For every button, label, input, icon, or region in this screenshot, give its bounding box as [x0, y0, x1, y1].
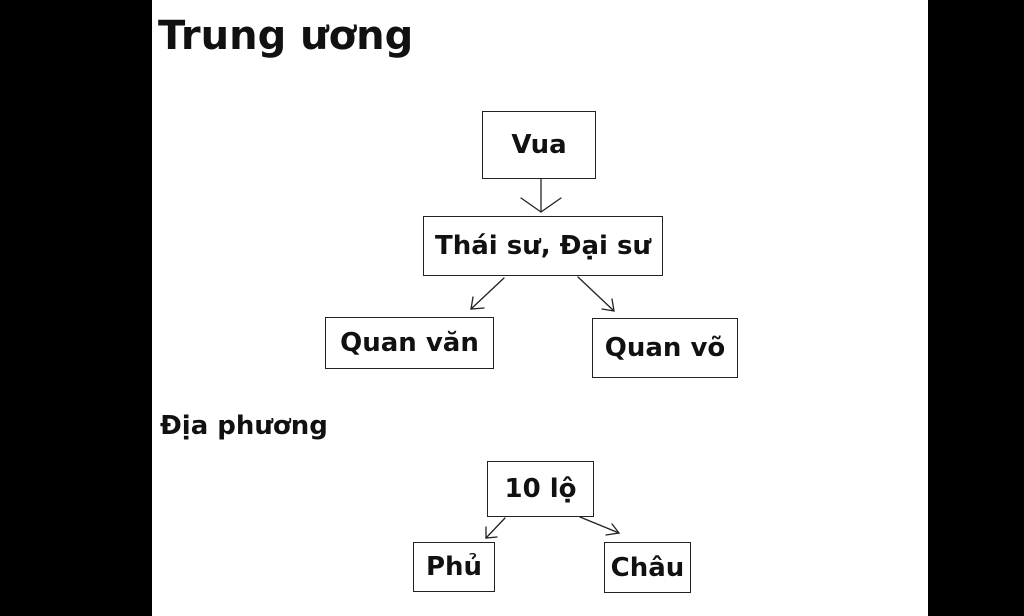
section-title-central: Trung ương	[158, 13, 414, 59]
node-military-officials: Quan võ	[592, 318, 738, 378]
node-district: Châu	[604, 542, 691, 593]
section-title-local: Địa phương	[160, 411, 328, 441]
node-prefecture: Phủ	[413, 542, 495, 592]
node-district-label: Châu	[610, 552, 685, 583]
node-circuits: 10 lộ	[487, 461, 594, 517]
diagram-canvas	[152, 0, 928, 616]
node-prefecture-label: Phủ	[425, 552, 483, 582]
node-civil-officials: Quan văn	[325, 317, 494, 369]
node-king-label: Vua	[511, 130, 567, 160]
node-king: Vua	[482, 111, 596, 179]
node-grand-tutor-label: Thái sư, Đại sư	[435, 231, 651, 261]
node-grand-tutor: Thái sư, Đại sư	[423, 216, 663, 276]
node-civil-officials-label: Quan văn	[340, 328, 479, 358]
node-military-officials-label: Quan võ	[604, 333, 726, 363]
node-circuits-label: 10 lộ	[504, 474, 577, 504]
